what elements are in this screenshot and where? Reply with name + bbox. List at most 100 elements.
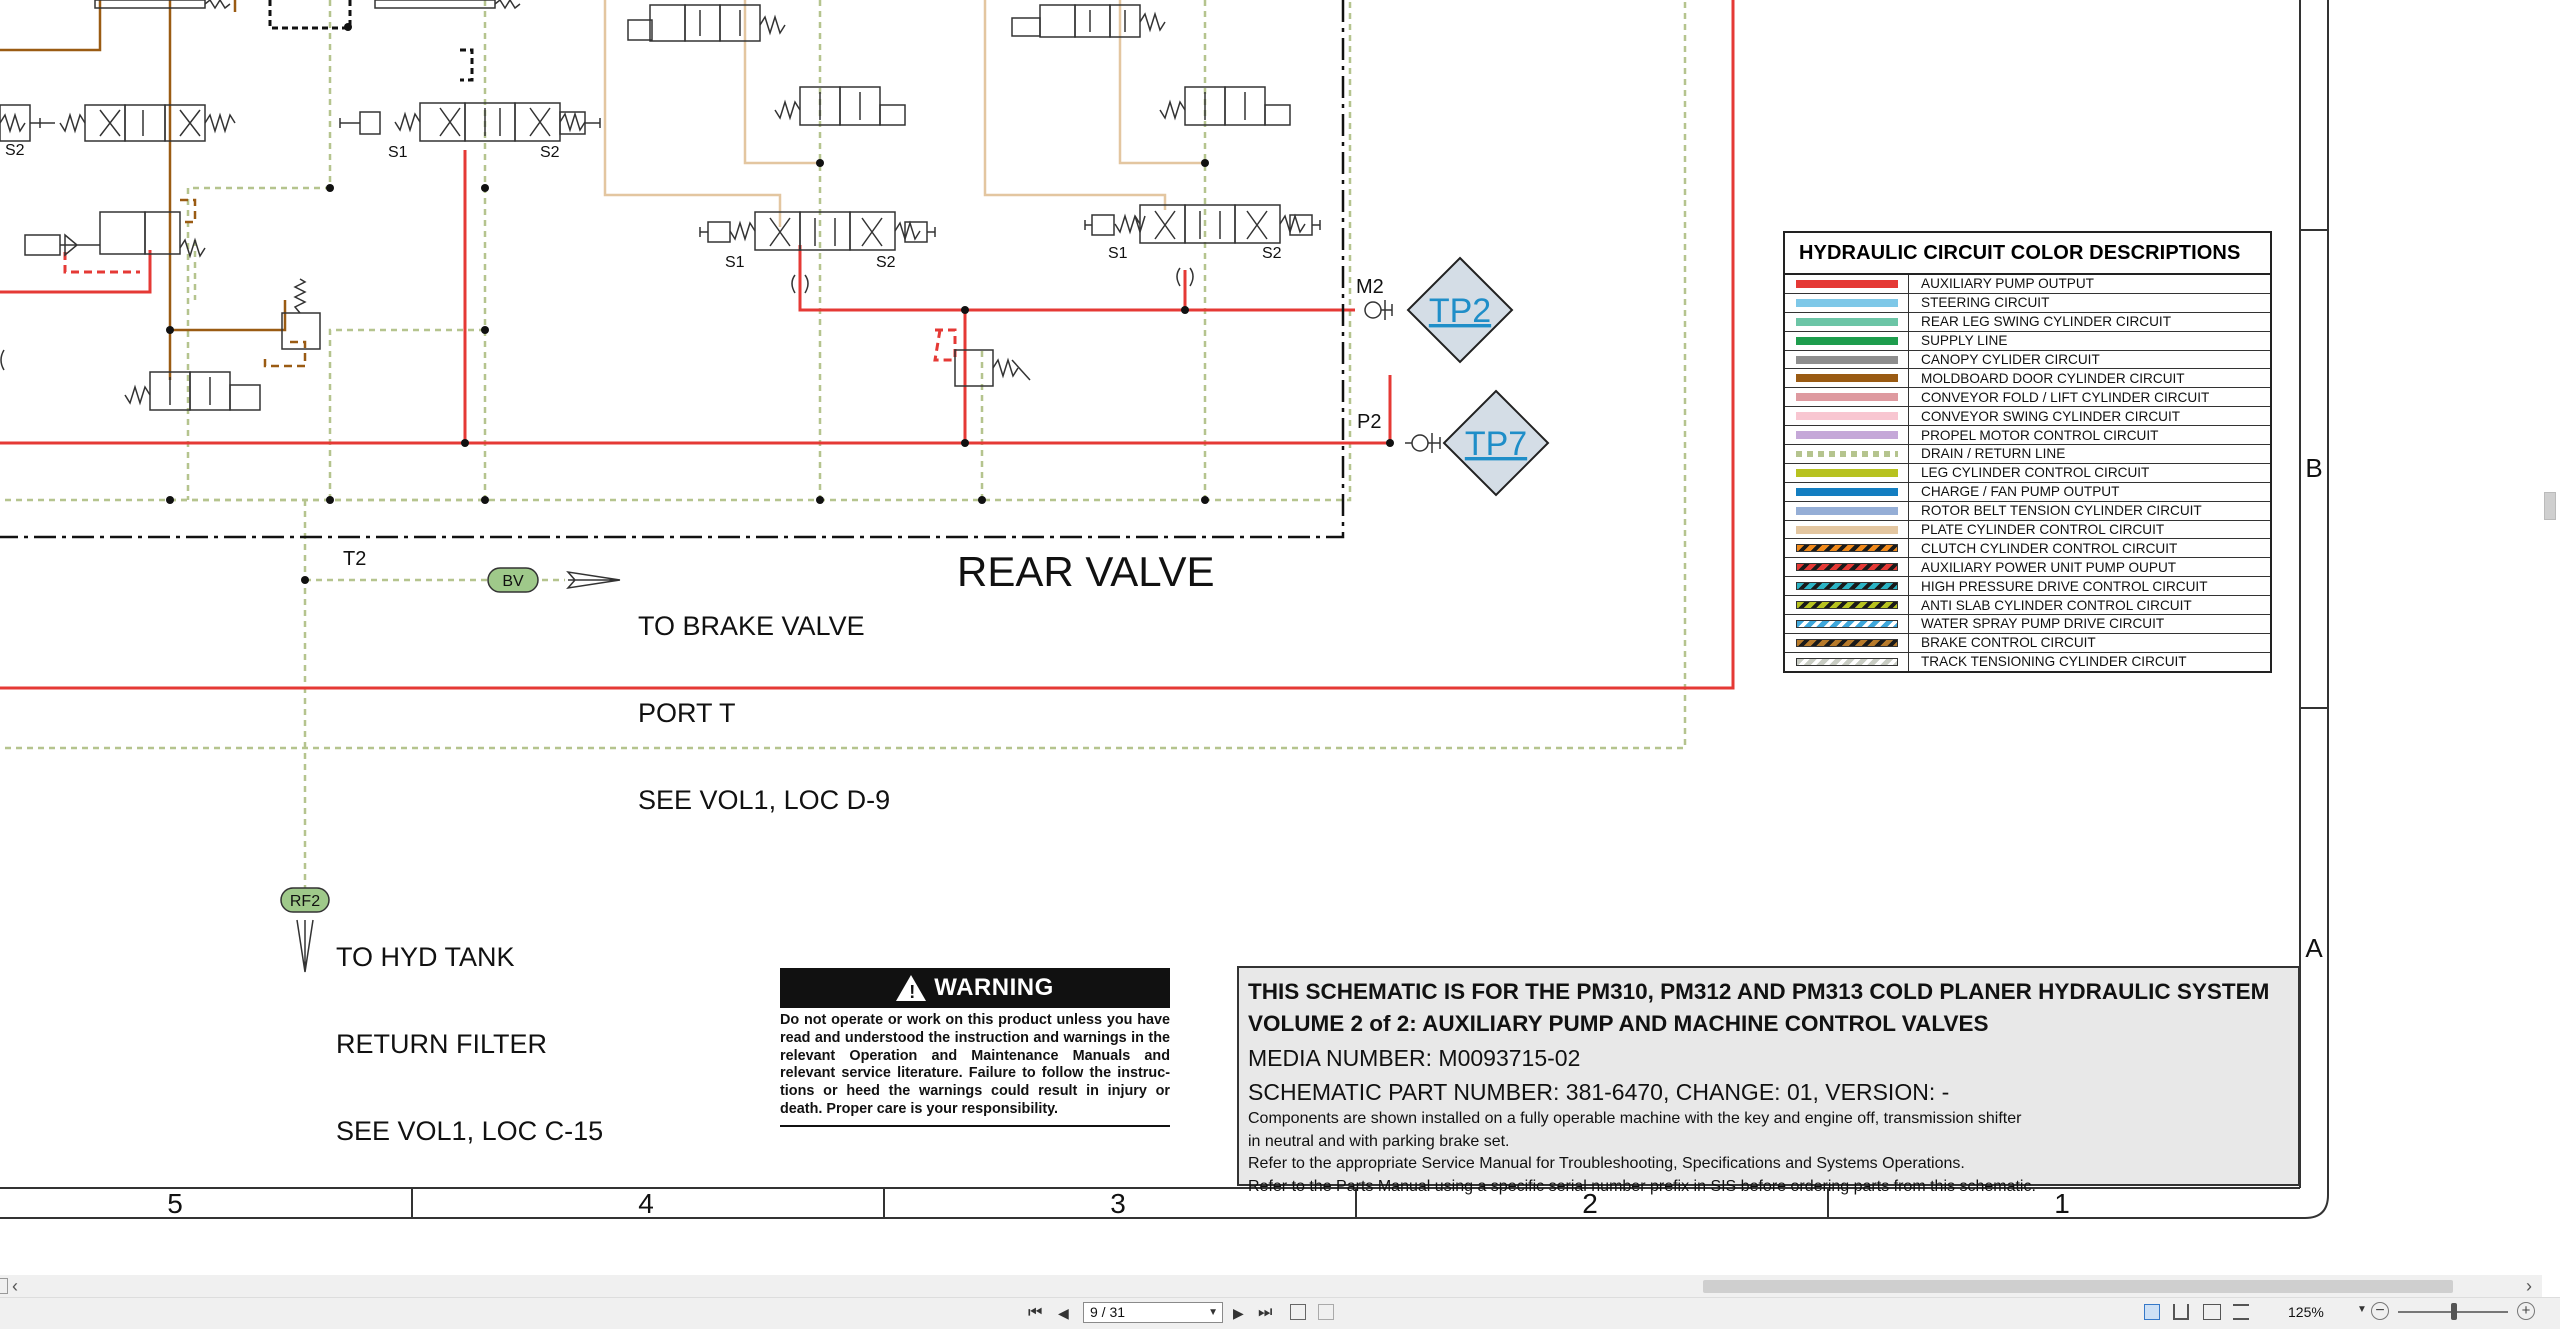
- legend-row: STEERING CIRCUIT: [1785, 292, 2270, 312]
- legend-label: CANOPY CYLIDER CIRCUIT: [1921, 352, 2100, 367]
- legend-label: CHARGE / FAN PUMP OUTPUT: [1921, 484, 2120, 500]
- brake-valve-note: TO BRAKE VALVE PORT T SEE VOL1, LOC D-9: [638, 611, 891, 815]
- legend-row: LEG CYLINDER CONTROL CIRCUIT: [1785, 462, 2270, 482]
- drawing-frame: [0, 0, 2329, 1219]
- legend-label: HIGH PRESSURE DRIVE CONTROL CIRCUIT: [1921, 578, 2208, 594]
- legend-label: DRAIN / RETURN LINE: [1921, 446, 2066, 462]
- legend-label: BRAKE CONTROL CIRCUIT: [1921, 635, 2096, 651]
- legend-swatch: [1785, 615, 1909, 633]
- legend-label: ROTOR BELT TENSION CYLINDER CIRCUIT: [1921, 503, 2202, 519]
- legend-row: PROPEL MOTOR CONTROL CIRCUIT: [1785, 425, 2270, 445]
- scroll-left-icon[interactable]: ‹: [12, 1276, 18, 1296]
- hyd-tank-note: TO HYD TANK RETURN FILTER SEE VOL1, LOC …: [336, 942, 604, 1146]
- note-line-4: Refer to the Parts Manual using a specif…: [1248, 1177, 2036, 1195]
- legend-title: HYDRAULIC CIRCUIT COLOR DESCRIPTIONS: [1785, 233, 2270, 275]
- legend-label: MOLDBOARD DOOR CYLINDER CIRCUIT: [1921, 370, 2185, 386]
- note-line-1: Components are shown installed on a full…: [1248, 1110, 2022, 1127]
- moldboard-lines: [0, 0, 287, 380]
- zoom-level[interactable]: 125%: [2288, 1304, 2324, 1320]
- tp2-diamond[interactable]: TP2: [1406, 256, 1514, 364]
- legend-swatch: [1785, 350, 1909, 369]
- legend-swatch: [1785, 463, 1909, 482]
- legend-label: CONVEYOR FOLD / LIFT CYLINDER CIRCUIT: [1921, 389, 2210, 405]
- two-page-icon[interactable]: [2203, 1304, 2221, 1320]
- copy-page-icon[interactable]: [1290, 1304, 1306, 1320]
- color-legend: HYDRAULIC CIRCUIT COLOR DESCRIPTIONS AUX…: [1783, 231, 2272, 673]
- legend-row: AUXILIARY POWER UNIT PUMP OUPUT: [1785, 557, 2270, 577]
- legend-swatch: [1785, 407, 1909, 426]
- svg-text:B: B: [2305, 453, 2322, 483]
- legend-label: WATER SPRAY PUMP DRIVE CIRCUIT: [1921, 616, 2165, 632]
- legend-label: AUXILIARY PUMP OUTPUT: [1921, 276, 2094, 292]
- legend-label: ANTI SLAB CYLINDER CONTROL CIRCUIT: [1921, 597, 2192, 613]
- legend-swatch: [1785, 445, 1909, 463]
- two-page-continuous-icon[interactable]: [2233, 1304, 2249, 1320]
- svg-text:3: 3: [1110, 1188, 1126, 1219]
- prev-page-icon[interactable]: ◀: [1058, 1305, 1069, 1321]
- panel-grip[interactable]: [0, 1278, 8, 1294]
- chevron-down-icon[interactable]: ▼: [2357, 1304, 2367, 1315]
- warning-heading: ! WARNING: [780, 968, 1170, 1008]
- scroll-right-icon[interactable]: ›: [2526, 1276, 2532, 1296]
- warning-box: ! WARNING Do not operate or work on this…: [780, 968, 1170, 1127]
- svg-text:4: 4: [638, 1188, 654, 1219]
- svg-text:RF2: RF2: [290, 893, 320, 910]
- page-number-input[interactable]: 9 / 31 ▼: [1083, 1302, 1223, 1323]
- legend-swatch: [1785, 596, 1909, 615]
- svg-text:S2: S2: [540, 144, 560, 161]
- last-page-icon[interactable]: ⏭: [1258, 1304, 1273, 1321]
- svg-text:1: 1: [2054, 1188, 2070, 1219]
- svg-text:P2: P2: [1357, 411, 1381, 433]
- zone-letters: B A: [2305, 453, 2323, 963]
- legend-row: ANTI SLAB CYLINDER CONTROL CIRCUIT: [1785, 595, 2270, 615]
- legend-row: AUXILIARY PUMP OUTPUT: [1785, 275, 2270, 293]
- valve-symbols: [0, 0, 1321, 411]
- legend-swatch: [1785, 275, 1909, 293]
- title-line-1: THIS SCHEMATIC IS FOR THE PM310, PM312 A…: [1248, 979, 2270, 1004]
- legend-swatch: [1785, 633, 1909, 652]
- legend-label: TRACK TENSIONING CYLINDER CIRCUIT: [1921, 654, 2187, 670]
- legend-swatch: [1785, 312, 1909, 331]
- first-page-icon[interactable]: ⏮: [1028, 1304, 1043, 1321]
- legend-swatch: [1785, 426, 1909, 445]
- legend-swatch: [1785, 577, 1909, 596]
- page-number-value: 9 / 31: [1090, 1304, 1126, 1320]
- legend-row: CONVEYOR SWING CYLINDER CIRCUIT: [1785, 406, 2270, 426]
- legend-label: CONVEYOR SWING CYLINDER CIRCUIT: [1921, 408, 2181, 424]
- part-number: SCHEMATIC PART NUMBER: 381-6470, CHANGE:…: [1248, 1079, 1950, 1105]
- svg-text:M2: M2: [1356, 276, 1384, 298]
- svg-text:S1: S1: [388, 144, 408, 161]
- vertical-scroll-thumb[interactable]: [2544, 492, 2556, 520]
- legend-label: PLATE CYLINDER CONTROL CIRCUIT: [1921, 522, 2165, 538]
- single-page-icon[interactable]: [2144, 1304, 2160, 1320]
- svg-text:S1: S1: [725, 254, 745, 271]
- legend-row: CHARGE / FAN PUMP OUTPUT: [1785, 481, 2270, 501]
- legend-label: REAR LEG SWING CYLINDER CIRCUIT: [1921, 314, 2172, 330]
- svg-text:TP7: TP7: [1465, 425, 1527, 463]
- paste-page-icon[interactable]: [1318, 1304, 1334, 1320]
- continuous-page-icon[interactable]: [2173, 1304, 2189, 1320]
- zoom-out-icon[interactable]: −: [2371, 1302, 2389, 1320]
- rf2-tag: RF2: [280, 887, 330, 973]
- legend-label: SUPPLY LINE: [1921, 333, 2008, 349]
- media-number: MEDIA NUMBER: M0093715-02: [1248, 1045, 1581, 1071]
- legend-swatch: [1785, 331, 1909, 350]
- horizontal-scrollbar[interactable]: ‹ ›: [0, 1275, 2542, 1297]
- next-page-icon[interactable]: ▶: [1233, 1305, 1244, 1321]
- note-line-3: Refer to the appropriate Service Manual …: [1248, 1155, 1965, 1172]
- zoom-slider-handle[interactable]: [2451, 1303, 2457, 1320]
- zoom-in-icon[interactable]: +: [2517, 1302, 2535, 1320]
- junction-dots: [166, 23, 1394, 584]
- legend-row: HIGH PRESSURE DRIVE CONTROL CIRCUIT: [1785, 576, 2270, 596]
- warning-icon: !: [896, 975, 927, 1002]
- legend-row: PLATE CYLINDER CONTROL CIRCUIT: [1785, 519, 2270, 539]
- plate-lines: [603, 0, 1205, 227]
- legend-row: BRAKE CONTROL CIRCUIT: [1785, 632, 2270, 652]
- horizontal-scroll-thumb[interactable]: [1703, 1280, 2453, 1293]
- navigation-toolbar: ⏮ ◀ 9 / 31 ▼ ▶ ⏭ 125% ▼ − +: [0, 1297, 2560, 1329]
- legend-swatch: [1785, 501, 1909, 520]
- t2-label: T2: [343, 548, 366, 570]
- tp7-diamond[interactable]: TP7: [1442, 389, 1550, 497]
- rear-valve-boundary: [0, 0, 1345, 539]
- chevron-down-icon[interactable]: ▼: [1208, 1307, 1218, 1318]
